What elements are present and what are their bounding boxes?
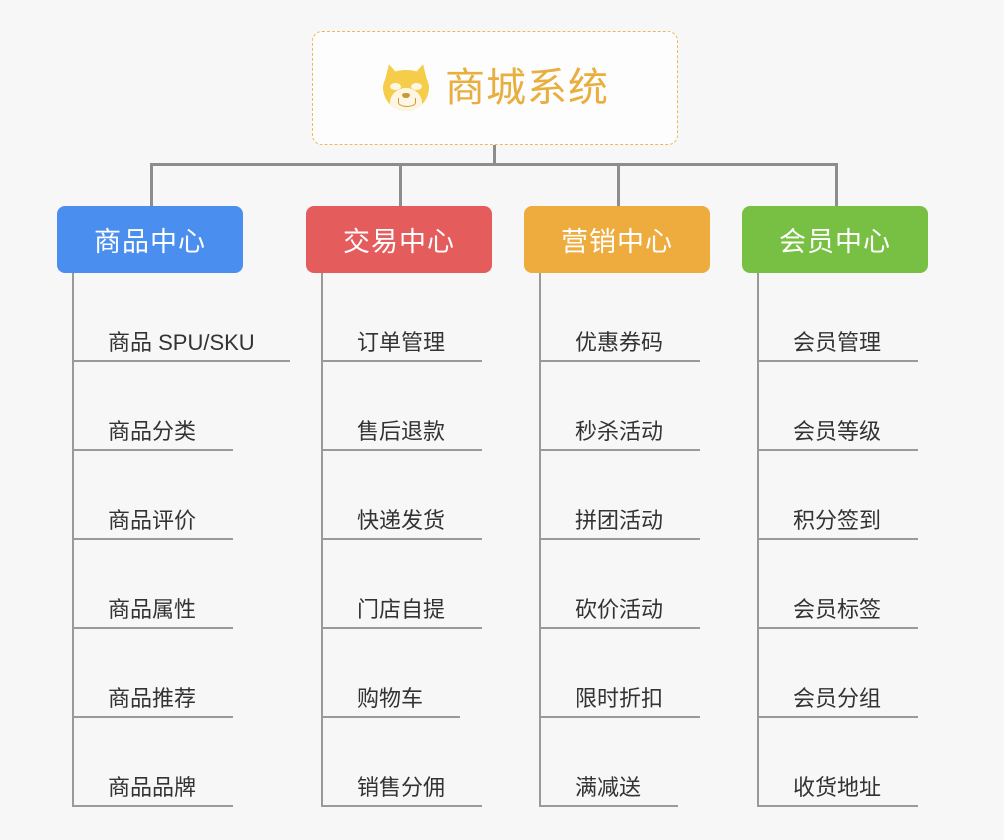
- leaf-spine: [757, 273, 759, 807]
- shiba-eye-right-icon: [411, 83, 422, 90]
- leaf-item[interactable]: 拼团活动: [539, 451, 700, 540]
- leaf-item-label: 销售分佣: [357, 774, 446, 800]
- connector-root-stem: [493, 145, 496, 165]
- shiba-dog-icon: [380, 62, 432, 112]
- leaf-item[interactable]: 门店自提: [321, 540, 482, 629]
- leaf-item-label: 商品推荐: [108, 685, 197, 711]
- leaf-item-label: 拼团活动: [575, 507, 664, 533]
- leaf-item[interactable]: 商品推荐: [72, 629, 233, 718]
- leaf-item-label: 门店自提: [357, 596, 446, 622]
- leaf-item[interactable]: 商品评价: [72, 451, 233, 540]
- leaf-item[interactable]: 收货地址: [757, 718, 918, 807]
- category-header-member-center[interactable]: 会员中心: [742, 206, 928, 273]
- leaf-item[interactable]: 订单管理: [321, 273, 482, 362]
- leaf-spine: [72, 273, 74, 807]
- leaf-item[interactable]: 会员等级: [757, 362, 918, 451]
- leaf-item-label: 会员等级: [793, 418, 882, 444]
- root-title: 商城系统: [445, 66, 609, 110]
- leaf-item[interactable]: 商品属性: [72, 540, 233, 629]
- leaf-item-label: 商品属性: [108, 596, 197, 622]
- leaf-item[interactable]: 砍价活动: [539, 540, 700, 629]
- leaf-spine: [539, 273, 541, 807]
- leaf-item[interactable]: 限时折扣: [539, 629, 700, 718]
- leaf-item-label: 售后退款: [357, 418, 446, 444]
- leaf-item[interactable]: 商品品牌: [72, 718, 233, 807]
- connector-drop-2: [399, 163, 402, 208]
- leaf-spine: [321, 273, 323, 807]
- leaf-item[interactable]: 商品 SPU/SKU: [72, 273, 290, 362]
- leaf-item-label: 限时折扣: [575, 685, 664, 711]
- leaf-item[interactable]: 会员分组: [757, 629, 918, 718]
- category-header-label: 商品中心: [94, 227, 206, 257]
- leaf-item-label: 商品 SPU/SKU: [108, 329, 255, 355]
- leaf-item-label: 会员分组: [793, 685, 882, 711]
- leaf-item-label: 满减送: [575, 774, 642, 800]
- leaf-item-label: 会员标签: [793, 596, 882, 622]
- leaf-item[interactable]: 销售分佣: [321, 718, 482, 807]
- shiba-nose-icon: [402, 93, 410, 98]
- root-node[interactable]: 商城系统: [312, 31, 678, 145]
- leaf-item-label: 快递发货: [357, 507, 446, 533]
- leaf-item-label: 商品分类: [108, 418, 197, 444]
- category-header-marketing-center[interactable]: 营销中心: [524, 206, 710, 273]
- leaf-item[interactable]: 购物车: [321, 629, 460, 718]
- leaf-item[interactable]: 会员管理: [757, 273, 918, 362]
- shiba-eye-left-icon: [390, 83, 401, 90]
- category-header-product-center[interactable]: 商品中心: [57, 206, 243, 273]
- leaf-item-label: 收货地址: [793, 774, 882, 800]
- leaf-item[interactable]: 优惠券码: [539, 273, 700, 362]
- leaf-item[interactable]: 会员标签: [757, 540, 918, 629]
- leaf-item-label: 商品评价: [108, 507, 197, 533]
- connector-drop-4: [835, 163, 838, 208]
- leaf-item-label: 商品品牌: [108, 774, 197, 800]
- leaf-item[interactable]: 满减送: [539, 718, 678, 807]
- leaf-item-label: 购物车: [357, 685, 424, 711]
- leaf-item-label: 积分签到: [793, 507, 882, 533]
- connector-drop-1: [150, 163, 153, 208]
- leaf-item-label: 优惠券码: [575, 329, 664, 355]
- leaf-item[interactable]: 快递发货: [321, 451, 482, 540]
- leaf-item[interactable]: 售后退款: [321, 362, 482, 451]
- shiba-head-icon: [383, 70, 429, 111]
- category-header-label: 营销中心: [561, 227, 673, 257]
- shiba-mouth-icon: [398, 98, 416, 107]
- leaf-item-label: 秒杀活动: [575, 418, 664, 444]
- connector-drop-3: [617, 163, 620, 208]
- leaf-item-label: 会员管理: [793, 329, 882, 355]
- leaf-item-label: 砍价活动: [575, 596, 664, 622]
- category-header-trade-center[interactable]: 交易中心: [306, 206, 492, 273]
- leaf-item[interactable]: 积分签到: [757, 451, 918, 540]
- leaf-item-label: 订单管理: [357, 329, 446, 355]
- connector-bus: [150, 163, 838, 166]
- leaf-item[interactable]: 秒杀活动: [539, 362, 700, 451]
- category-header-label: 会员中心: [779, 227, 891, 257]
- leaf-item[interactable]: 商品分类: [72, 362, 233, 451]
- category-header-label: 交易中心: [343, 227, 455, 257]
